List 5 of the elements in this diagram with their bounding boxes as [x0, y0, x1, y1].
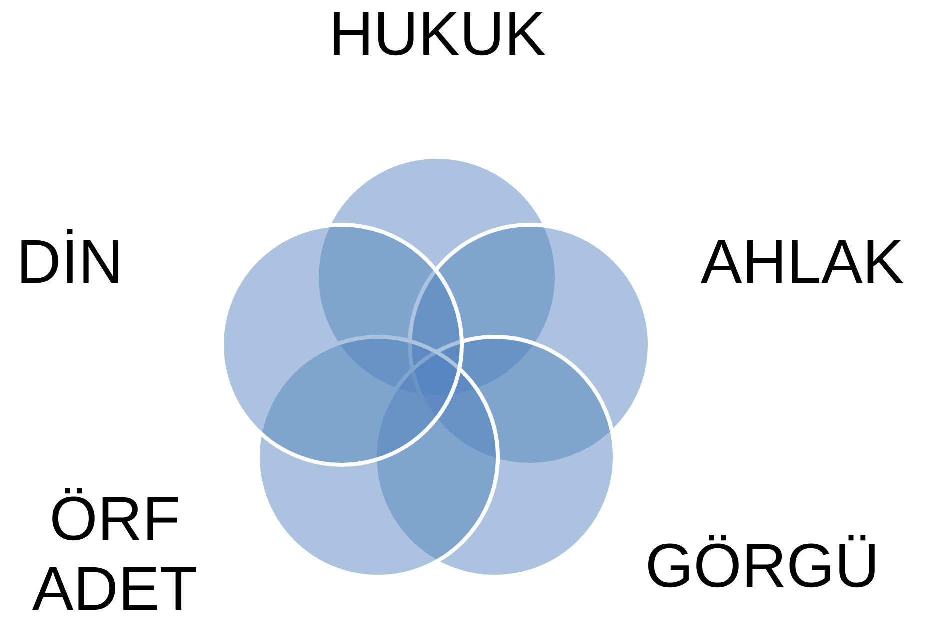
circle-label: GÖRGÜ: [644, 532, 881, 602]
circle-label: AHLAK: [700, 228, 906, 298]
circle-label: HUKUK: [328, 0, 548, 70]
circle-label: ÖRF ADET: [31, 485, 199, 625]
circle-label: DİN: [16, 228, 124, 298]
